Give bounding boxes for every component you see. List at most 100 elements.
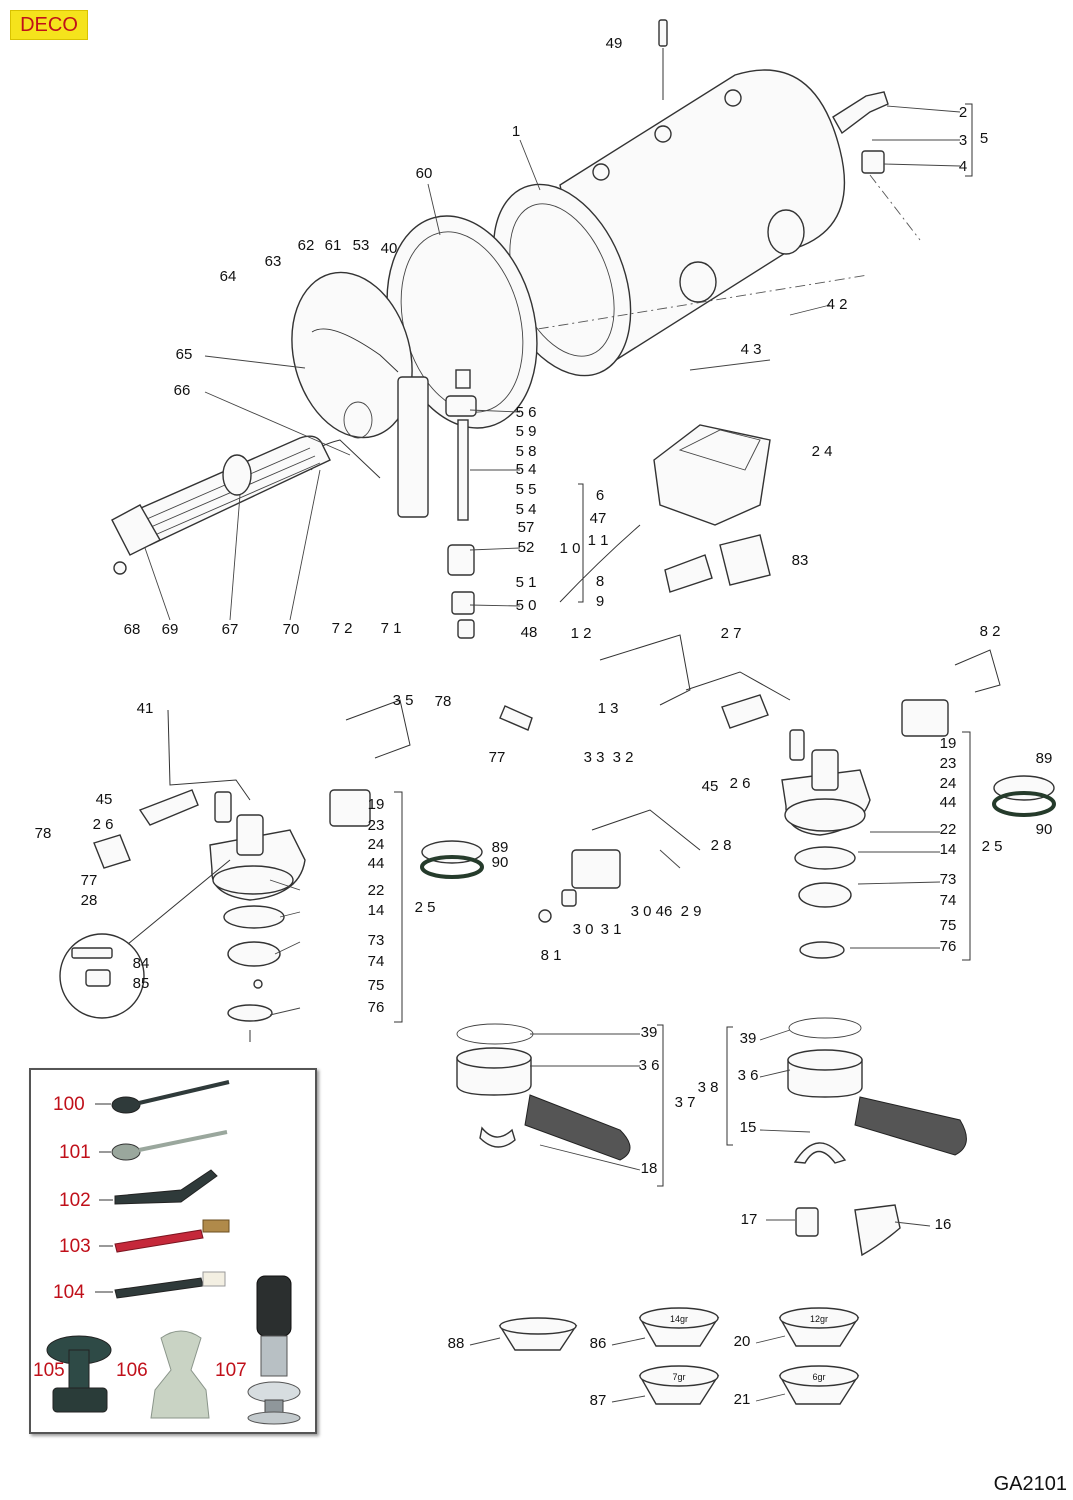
part-label-25: 2 5 bbox=[982, 838, 1003, 855]
part-label-83: 83 bbox=[792, 552, 809, 569]
basket-mark-14: 14gr bbox=[670, 1314, 688, 1324]
part-label-82: 8 2 bbox=[980, 623, 1001, 640]
accessory-label-104: 104 bbox=[53, 1282, 85, 1303]
part-label-30: 3 0 bbox=[573, 921, 594, 938]
part-label-41: 41 bbox=[137, 700, 154, 717]
part-label-70: 70 bbox=[283, 621, 300, 638]
basket-mark-6: 6gr bbox=[812, 1372, 825, 1382]
part-label-45: 45 bbox=[96, 791, 113, 808]
part-label-72: 7 2 bbox=[332, 620, 353, 637]
part-label-71: 7 1 bbox=[381, 620, 402, 637]
part-label-88: 88 bbox=[448, 1335, 465, 1352]
part-label-76: 76 bbox=[940, 938, 957, 955]
part-label-87: 87 bbox=[590, 1392, 607, 1409]
part-label-51: 5 1 bbox=[516, 574, 537, 591]
boiler bbox=[439, 19, 921, 377]
part-label-37: 3 7 bbox=[675, 1094, 696, 1111]
heating-element bbox=[111, 435, 331, 575]
part-label-52: 52 bbox=[518, 539, 535, 556]
portafilter-single bbox=[456, 1023, 631, 1161]
part-label-31: 3 1 bbox=[601, 921, 622, 938]
accessory-105-tamper-black: 105 bbox=[33, 1335, 112, 1413]
part-label-54: 5 4 bbox=[516, 501, 537, 518]
part-label-50: 5 0 bbox=[516, 597, 537, 614]
part-label-62: 62 bbox=[298, 237, 315, 254]
part-label-45: 45 bbox=[702, 778, 719, 795]
part-label-14: 14 bbox=[368, 902, 385, 919]
model-badge: DECO bbox=[10, 10, 88, 40]
accessory-label-105: 105 bbox=[33, 1360, 65, 1381]
part-label-22: 22 bbox=[940, 821, 957, 838]
part-label-24: 2 4 bbox=[812, 443, 833, 460]
part-label-42: 4 2 bbox=[827, 296, 848, 313]
part-label-47: 47 bbox=[590, 510, 607, 527]
part-label-89: 89 bbox=[1036, 750, 1053, 767]
part-label-43: 4 3 bbox=[741, 341, 762, 358]
part-label-61: 61 bbox=[325, 237, 342, 254]
part-label-54: 5 4 bbox=[516, 461, 537, 478]
part-label-66: 66 bbox=[174, 382, 191, 399]
part-label-63: 63 bbox=[265, 253, 282, 270]
accessory-label-106: 106 bbox=[116, 1360, 148, 1381]
part-label-11: 1 1 bbox=[588, 532, 609, 549]
part-label-75: 75 bbox=[940, 917, 957, 934]
part-label-15: 15 bbox=[740, 1119, 757, 1136]
accessory-100-spoon-black: 100 bbox=[53, 1080, 230, 1115]
accessory-101-spoon-steel: 101 bbox=[59, 1130, 228, 1163]
part-label-58: 5 8 bbox=[516, 443, 537, 460]
part-label-59: 5 9 bbox=[516, 423, 537, 440]
part-label-16: 16 bbox=[935, 1216, 952, 1233]
drain-box bbox=[559, 424, 771, 603]
leader-lines bbox=[144, 105, 961, 1403]
part-label-85: 85 bbox=[133, 975, 150, 992]
part-label-19: 19 bbox=[368, 796, 385, 813]
part-label-14: 14 bbox=[940, 841, 957, 858]
filter-baskets: 14gr 12gr 7gr 6gr bbox=[498, 1307, 860, 1405]
accessory-label-103: 103 bbox=[59, 1236, 91, 1257]
part-label-81: 8 1 bbox=[541, 947, 562, 964]
part-label-77: 77 bbox=[489, 749, 506, 766]
part-label-78: 78 bbox=[435, 693, 452, 710]
part-label-56: 5 6 bbox=[516, 404, 537, 421]
part-label-38: 3 8 bbox=[698, 1079, 719, 1096]
portafilter-double bbox=[787, 1017, 967, 1164]
part-label-17: 17 bbox=[741, 1211, 758, 1228]
assembly-brackets bbox=[394, 103, 973, 1187]
spout-parts bbox=[795, 1204, 901, 1257]
part-label-89: 89 bbox=[492, 839, 509, 856]
part-label-60: 60 bbox=[416, 165, 433, 182]
part-label-26: 2 6 bbox=[93, 816, 114, 833]
part-label-29: 2 9 bbox=[681, 903, 702, 920]
part-label-36: 3 6 bbox=[639, 1057, 660, 1074]
part-label-49: 49 bbox=[606, 35, 623, 52]
part-label-74: 74 bbox=[940, 892, 957, 909]
part-label-57: 57 bbox=[518, 519, 535, 536]
accessory-107-tamper-calibrated: 107 bbox=[215, 1275, 301, 1425]
part-label-74: 74 bbox=[368, 953, 385, 970]
part-label-84: 84 bbox=[133, 955, 150, 972]
accessory-103-red-brush: 103 bbox=[59, 1219, 230, 1257]
part-label-86: 86 bbox=[590, 1335, 607, 1352]
part-label-77: 77 bbox=[81, 872, 98, 889]
part-label-33: 3 3 bbox=[584, 749, 605, 766]
part-label-18: 18 bbox=[641, 1160, 658, 1177]
part-label-8: 8 bbox=[596, 573, 604, 590]
accessory-label-102: 102 bbox=[59, 1190, 91, 1211]
part-label-46: 46 bbox=[656, 903, 673, 920]
part-label-10: 1 0 bbox=[560, 540, 581, 557]
part-label-12: 1 2 bbox=[571, 625, 592, 642]
part-label-21: 21 bbox=[734, 1391, 751, 1408]
accessory-106-tamper-aluminium: 106 bbox=[116, 1330, 210, 1419]
part-label-75: 75 bbox=[368, 977, 385, 994]
part-label-26: 2 6 bbox=[730, 775, 751, 792]
part-label-4: 4 bbox=[959, 158, 967, 175]
part-label-5: 5 bbox=[980, 130, 988, 147]
part-label-36: 3 6 bbox=[738, 1067, 759, 1084]
part-label-24: 24 bbox=[940, 775, 957, 792]
accessories-drawing: 100 101 102 103 104 bbox=[33, 1080, 301, 1425]
part-label-28: 2 8 bbox=[711, 837, 732, 854]
part-label-25: 2 5 bbox=[415, 899, 436, 916]
part-label-22: 22 bbox=[368, 882, 385, 899]
part-label-55: 5 5 bbox=[516, 481, 537, 498]
part-label-90: 90 bbox=[1036, 821, 1053, 838]
